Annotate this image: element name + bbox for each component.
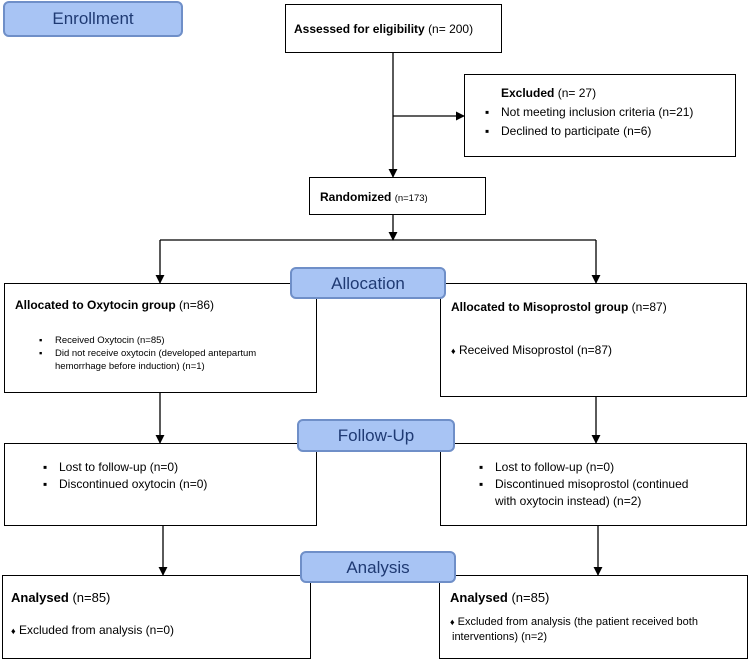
randomized-count: (n=173)	[394, 193, 428, 204]
allocation-oxytocin-label: Allocated to Oxytocin group	[15, 298, 176, 312]
diamond-bullet-icon: ♦	[450, 617, 455, 627]
followup-misoprostol-item: ▪ Discontinued misoprostol (continued	[479, 477, 689, 491]
randomized-box: Randomized (n=173)	[309, 177, 486, 215]
square-bullet-icon: ▪	[39, 348, 43, 359]
allocation-misoprostol-item: Received Misoprostol (n=87)	[458, 343, 613, 357]
assessed-box: Assessed for eligibility (n= 200)	[285, 4, 502, 53]
analysis-misoprostol-item: Excluded from analysis (the patient rece…	[457, 616, 698, 628]
analysis-oxytocin-box: Analysed (n=85) ♦ Excluded from analysis…	[2, 575, 311, 659]
followup-oxytocin-item: ▪ Lost to follow-up (n=0)	[43, 460, 179, 474]
analysis-misoprostol-label: Analysed	[450, 590, 508, 605]
excluded-label: Excluded	[501, 86, 555, 100]
randomized-label: Randomized	[320, 190, 392, 204]
allocation-oxytocin-item: ▪ Received Oxytocin (n=85)	[39, 335, 165, 346]
allocation-oxytocin-box: Allocated to Oxytocin group (n=86) ▪ Rec…	[4, 283, 317, 393]
analysis-oxytocin-label: Analysed	[11, 590, 69, 605]
stage-followup: Follow-Up	[297, 419, 455, 452]
analysis-misoprostol-box: Analysed (n=85) ♦ Excluded from analysis…	[439, 575, 748, 659]
analysis-oxytocin-item: Excluded from analysis (n=0)	[18, 623, 175, 637]
diamond-bullet-icon: ♦	[11, 626, 16, 636]
square-bullet-icon: ▪	[485, 124, 490, 138]
excluded-count: (n= 27)	[557, 86, 597, 100]
excluded-item: ▪ Declined to participate (n=6)	[479, 122, 735, 141]
excluded-box: Excluded (n= 27) ▪ Not meeting inclusion…	[464, 74, 736, 157]
followup-oxytocin-item: ▪ Discontinued oxytocin (n=0)	[43, 477, 208, 491]
assessed-count: (n= 200)	[428, 22, 474, 36]
followup-misoprostol-box: ▪ Lost to follow-up (n=0) ▪ Discontinued…	[440, 443, 747, 526]
square-bullet-icon: ▪	[39, 335, 43, 346]
square-bullet-icon: ▪	[479, 477, 484, 491]
stage-allocation: Allocation	[290, 267, 446, 299]
allocation-oxytocin-item: ▪ Did not receive oxytocin (developed an…	[39, 348, 257, 359]
followup-misoprostol-item-cont: with oxytocin instead) (n=2)	[495, 494, 642, 508]
square-bullet-icon: ▪	[43, 477, 48, 491]
analysis-oxytocin-count: (n=85)	[72, 590, 111, 605]
assessed-label: Assessed for eligibility	[294, 22, 425, 36]
analysis-misoprostol-item-cont: interventions) (n=2)	[452, 631, 548, 643]
excluded-item: ▪ Not meeting inclusion criteria (n=21)	[479, 103, 735, 122]
square-bullet-icon: ▪	[479, 460, 484, 474]
stage-analysis-label: Analysis	[346, 558, 410, 577]
analysis-misoprostol-count: (n=85)	[511, 590, 550, 605]
stage-enrollment: Enrollment	[3, 1, 183, 37]
stage-analysis: Analysis	[300, 551, 456, 583]
allocation-misoprostol-box: Allocated to Misoprostol group (n=87) ♦ …	[440, 283, 747, 397]
allocation-misoprostol-label: Allocated to Misoprostol group	[451, 300, 629, 314]
square-bullet-icon: ▪	[43, 460, 48, 474]
allocation-misoprostol-count: (n=87)	[631, 300, 667, 314]
square-bullet-icon: ▪	[485, 105, 490, 119]
stage-allocation-label: Allocation	[331, 274, 405, 293]
stage-followup-label: Follow-Up	[337, 426, 415, 445]
allocation-oxytocin-count: (n=86)	[179, 298, 215, 312]
followup-misoprostol-item: ▪ Lost to follow-up (n=0)	[479, 460, 615, 474]
diamond-bullet-icon: ♦	[451, 346, 456, 356]
followup-oxytocin-box: ▪ Lost to follow-up (n=0) ▪ Discontinued…	[4, 443, 317, 526]
stage-enrollment-label: Enrollment	[52, 9, 134, 28]
allocation-oxytocin-item-cont: hemorrhage before induction) (n=1)	[55, 361, 205, 372]
